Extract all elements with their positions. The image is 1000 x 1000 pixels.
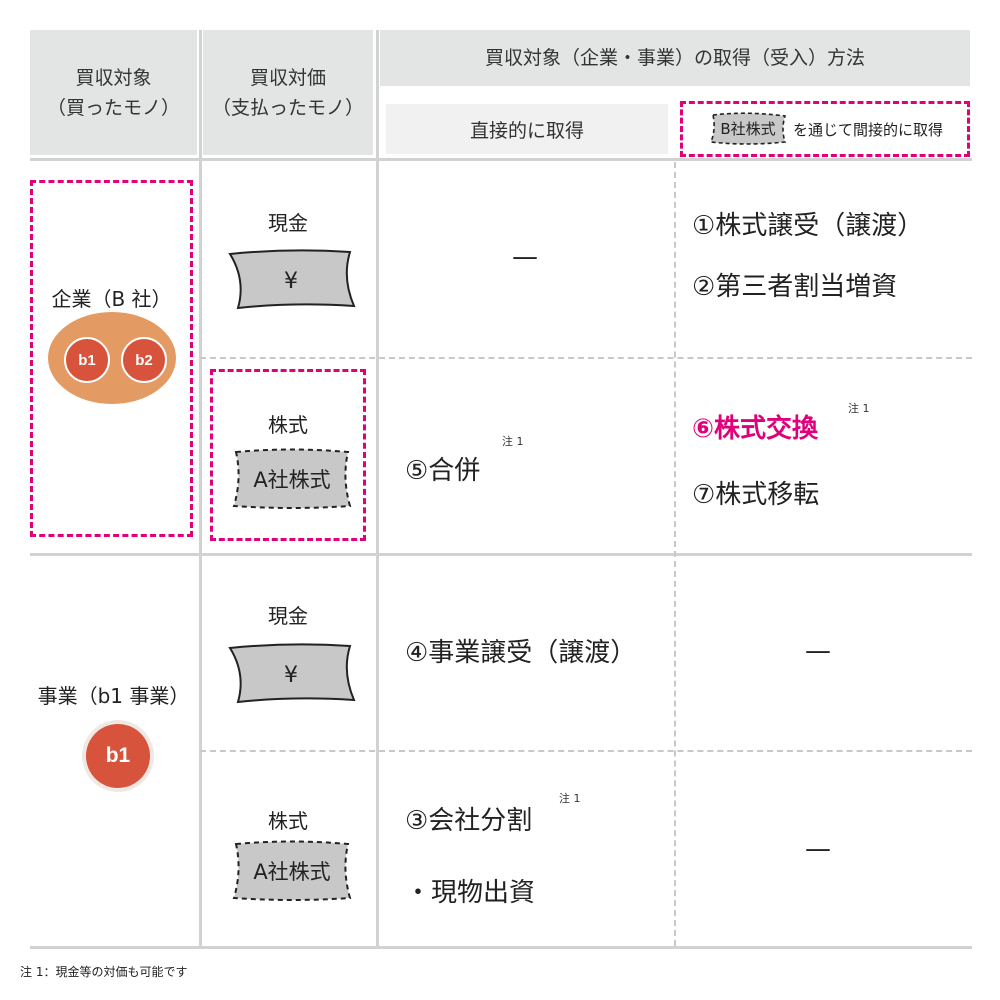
grid-line-h-middle <box>30 553 972 556</box>
note-mark-share-exchange: 注 1 <box>848 402 870 415</box>
note-mark-merger: 注 1 <box>502 435 524 448</box>
header-consideration: 買収対価 （支払ったモノ） <box>203 30 373 155</box>
header-method: 買収対象（企業・事業）の取得（受入）方法 <box>380 30 970 86</box>
method-merger: ⑤合併 <box>405 456 481 486</box>
note-mark-company-split: 注 1 <box>559 792 581 805</box>
stock-certificate-icon-company: A社株式 <box>232 448 352 509</box>
company-unit-b2: b2 <box>121 337 167 383</box>
grid-dotted-h-lower <box>200 750 972 752</box>
method-company-split: ③会社分割 <box>405 806 533 836</box>
company-unit-b2-text: b2 <box>135 351 153 369</box>
grid-line-v1 <box>199 30 202 948</box>
indirect-certificate-icon: B社株式 <box>709 112 787 145</box>
stock-label-business: 株式 <box>268 809 308 833</box>
footnote: 注 1：現金等の対価も可能です <box>20 965 188 979</box>
indirect-badge-text: B社株式 <box>720 120 775 138</box>
business-unit-b1-text: b1 <box>105 744 131 767</box>
company-unit-b1-text: b1 <box>78 351 96 369</box>
header-indirect-text: を通じて間接的に取得 <box>792 120 943 139</box>
grid-line-h-bottom <box>30 946 972 949</box>
header-method-text: 買収対象（企業・事業）の取得（受入）方法 <box>484 47 865 69</box>
method-business-transfer: ④事業譲受（譲渡） <box>405 638 637 668</box>
company-unit-b1: b1 <box>64 337 110 383</box>
stock-certificate-icon-business: A社株式 <box>232 840 352 901</box>
cash-label-company: 現金 <box>268 211 308 235</box>
business-unit-b1: b1 <box>86 724 150 788</box>
company-highlight-box <box>30 180 193 537</box>
method-share-transfer: ①株式譲受（譲渡） <box>692 211 924 241</box>
method-share-exchange: ⑥株式交換 <box>692 414 819 444</box>
header-indirect: B社株式 を通じて間接的に取得 <box>680 101 970 157</box>
cash-icon-business: ¥ <box>228 643 356 704</box>
stock-highlight-box <box>210 369 366 541</box>
stock-label-company: 株式 <box>268 413 308 437</box>
grid-line-v2 <box>376 30 379 948</box>
method-business-cash-indirect: — <box>805 636 831 666</box>
method-third-party-allotment: ②第三者割当増資 <box>692 272 898 302</box>
header-target-line1: 買収対象 <box>75 66 152 89</box>
business-label: 事業（b1 事業） <box>37 684 190 708</box>
header-direct: 直接的に取得 <box>386 104 668 154</box>
method-contribution-in-kind: ・現物出資 <box>405 878 536 908</box>
header-direct-text: 直接的に取得 <box>469 119 584 142</box>
stock-certificate-text-company: A社株式 <box>253 468 330 492</box>
company-label: 企業（B 社） <box>51 287 172 311</box>
grid-line-h-header <box>30 158 972 161</box>
cash-label-business: 現金 <box>268 604 308 628</box>
stock-certificate-text-business: A社株式 <box>253 860 330 884</box>
header-target: 買収対象 （買ったモノ） <box>30 30 197 155</box>
header-target-line2: （買ったモノ） <box>46 96 180 119</box>
header-consideration-line1: 買収対価 <box>249 66 326 89</box>
cash-symbol-company: ¥ <box>284 269 298 294</box>
header-consideration-line2: （支払ったモノ） <box>211 96 364 119</box>
cash-icon-company: ¥ <box>228 249 356 310</box>
method-business-stock-indirect: — <box>805 834 831 864</box>
method-company-cash-direct: — <box>512 242 538 272</box>
grid-dotted-v <box>674 162 676 946</box>
cash-symbol-business: ¥ <box>284 663 298 688</box>
method-share-transfer-holding: ⑦株式移転 <box>692 480 820 510</box>
grid-dotted-h-upper <box>200 357 972 359</box>
